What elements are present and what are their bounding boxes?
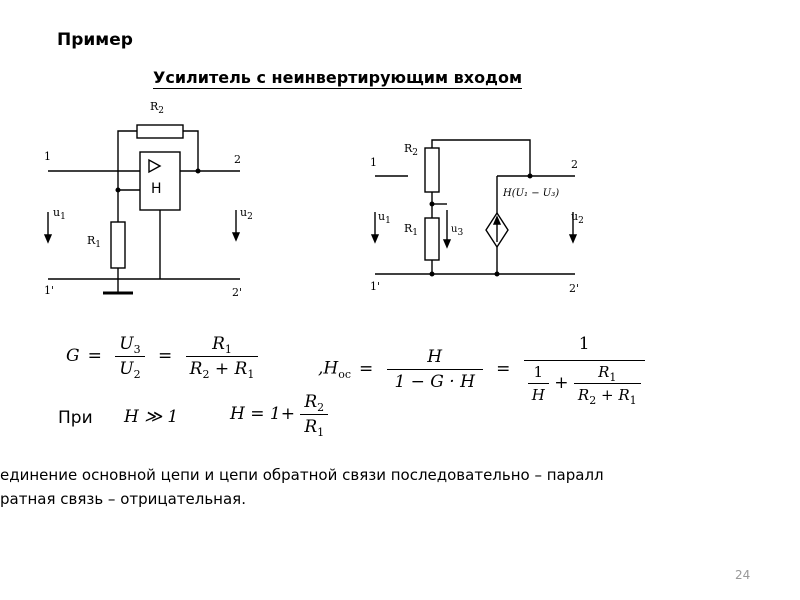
left-r2-label: R2: [150, 100, 165, 116]
left-node-2p: 2': [232, 286, 243, 299]
right-node-2p: 2': [569, 282, 580, 295]
left-u1-label: u1: [53, 206, 66, 222]
formula-g: G= U3 U2 = R1 R2 + R1: [66, 334, 259, 381]
right-node-2: 2: [571, 158, 578, 171]
right-u1-label: u1: [378, 210, 391, 226]
left-node-1p: 1': [44, 284, 55, 297]
body-text-line2: ратная связь – отрицательная.: [0, 490, 246, 508]
formula-h-gg-1: H ≫ 1: [124, 407, 179, 427]
left-r1-label: R1: [87, 234, 102, 250]
right-u2-label: u2: [571, 210, 584, 226]
left-node-1: 1: [44, 150, 51, 163]
frac-r2-r1: R2 R1: [300, 392, 329, 439]
body-text-line1: единение основной цепи и цепи обратной с…: [0, 466, 604, 484]
formula-h-approx: H = 1+ R2 R1: [230, 392, 329, 439]
right-u3-label: u3: [451, 224, 464, 238]
formula-hoc: ,Hос= H 1 − G · H = 1 1 H + R1 R2 + R1: [318, 334, 645, 407]
right-r1-label: R1: [404, 222, 419, 238]
right-node-1: 1: [370, 156, 377, 169]
left-amp-label: H: [151, 181, 162, 197]
right-r2-label: R2: [404, 142, 419, 158]
frac-h-1gh: H 1 − G · H: [386, 347, 483, 392]
page-number: 24: [735, 568, 751, 582]
frac-u3-u2: U3 U2: [115, 334, 145, 381]
right-node-1p: 1': [370, 280, 381, 293]
frac-r1-r2r1: R1 R2 + R1: [185, 334, 259, 381]
slide-title: Пример: [57, 30, 133, 50]
left-node-2: 2: [234, 153, 241, 166]
slide-subtitle: Усилитель с неинвертирующим входом: [153, 68, 523, 89]
left-u2-label: u2: [240, 206, 253, 222]
pri-label: При: [58, 408, 93, 428]
right-source-label: H(U₁ − U₃): [503, 188, 560, 199]
frac-r1-r2r1-small: R1 R2 + R1: [573, 363, 641, 407]
frac-1-h: 1 H: [527, 363, 549, 404]
frac-big: 1 1 H + R1 R2 + R1: [523, 334, 645, 407]
